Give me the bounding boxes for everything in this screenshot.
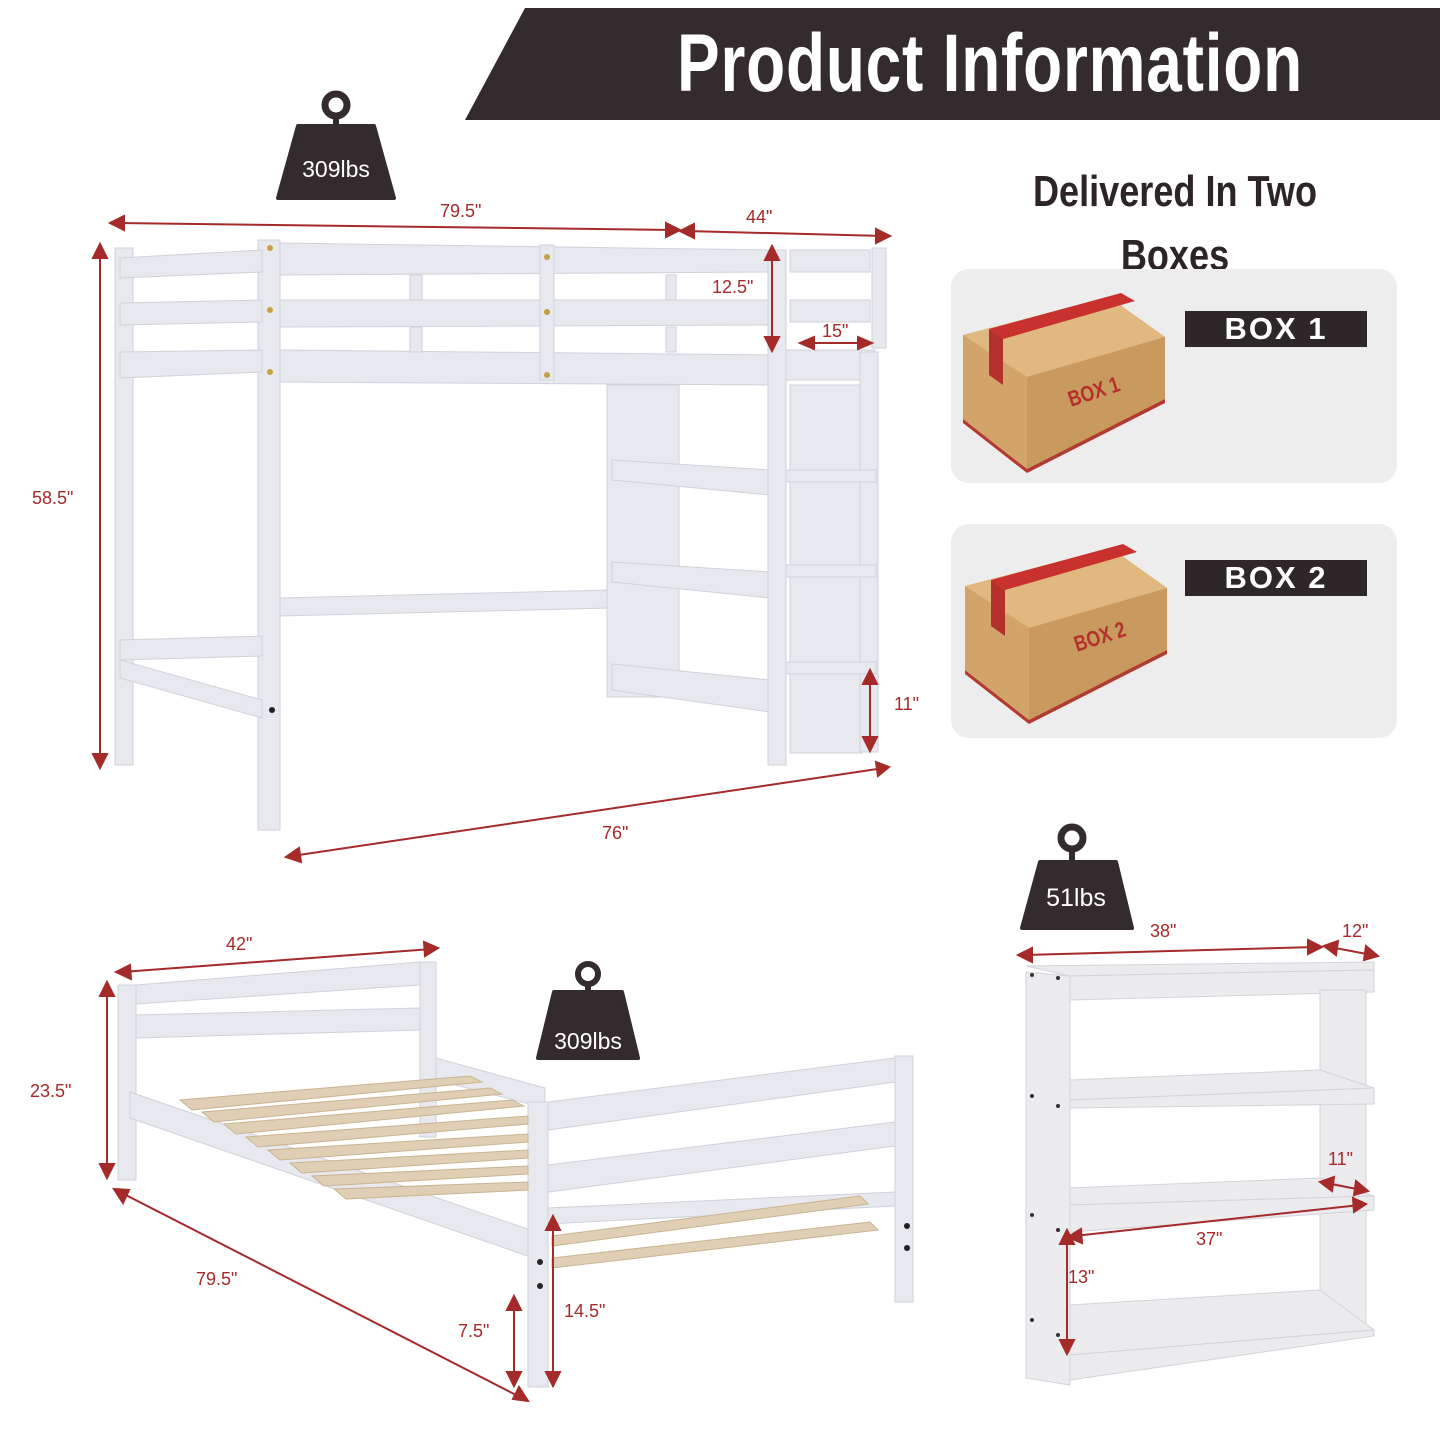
shelf-width-label: 37" — [1196, 1229, 1223, 1249]
loft-bed-weight: 309lbs — [302, 156, 370, 182]
loft-width-label: 44" — [746, 207, 773, 227]
twin-width-label: 42" — [226, 934, 253, 954]
cardboard-box-icon — [963, 293, 1165, 473]
box-1-panel: BOX 1 BOX 1 — [951, 269, 1397, 483]
bookcase-weight-badge: 51lbs — [1010, 818, 1134, 930]
twin-length-label: 79.5" — [196, 1269, 238, 1289]
weight-icon — [276, 90, 396, 200]
box-2-panel: BOX 2 BOX 2 — [951, 524, 1397, 738]
shelf-depth-label: 11" — [1328, 1149, 1354, 1169]
shelf-spacing-label: 13" — [1068, 1267, 1095, 1287]
guardrail-height-label: 12.5" — [712, 277, 754, 297]
loft-bed-weight-badge: 309lbs — [276, 90, 396, 202]
step-spacing-label: 11" — [894, 694, 920, 714]
underbed-length-label: 76" — [602, 823, 629, 843]
page-title: Product Information — [677, 18, 1303, 109]
footboard-height-label: 14.5" — [564, 1301, 606, 1321]
twin-bed-weight-badge: 309lbs — [536, 961, 640, 1062]
bookcase-width-label: 38" — [1150, 921, 1177, 941]
clearance-label: 7.5" — [458, 1321, 490, 1341]
weight-icon — [1020, 823, 1134, 930]
loft-height-label: 58.5" — [32, 488, 74, 508]
loft-length-label: 79.5" — [440, 201, 482, 221]
bookcase-weight: 51lbs — [1046, 884, 1106, 912]
twin-bed-weight: 309lbs — [554, 1028, 622, 1054]
weight-icon — [536, 961, 640, 1060]
headboard-height-label: 23.5" — [30, 1081, 72, 1101]
ladder-width-label: 15" — [822, 321, 849, 341]
loft-bed-illustration — [91, 214, 893, 864]
header-banner: Product Information — [0, 0, 1440, 122]
bookcase-depth-label: 12" — [1342, 921, 1369, 941]
box-2-tag: BOX 2 — [1185, 560, 1367, 596]
twin-bed-illustration — [98, 940, 914, 1403]
banner-shape — [465, 8, 1440, 120]
cardboard-box-icon — [965, 544, 1167, 724]
box-1-tag: BOX 1 — [1185, 311, 1367, 347]
